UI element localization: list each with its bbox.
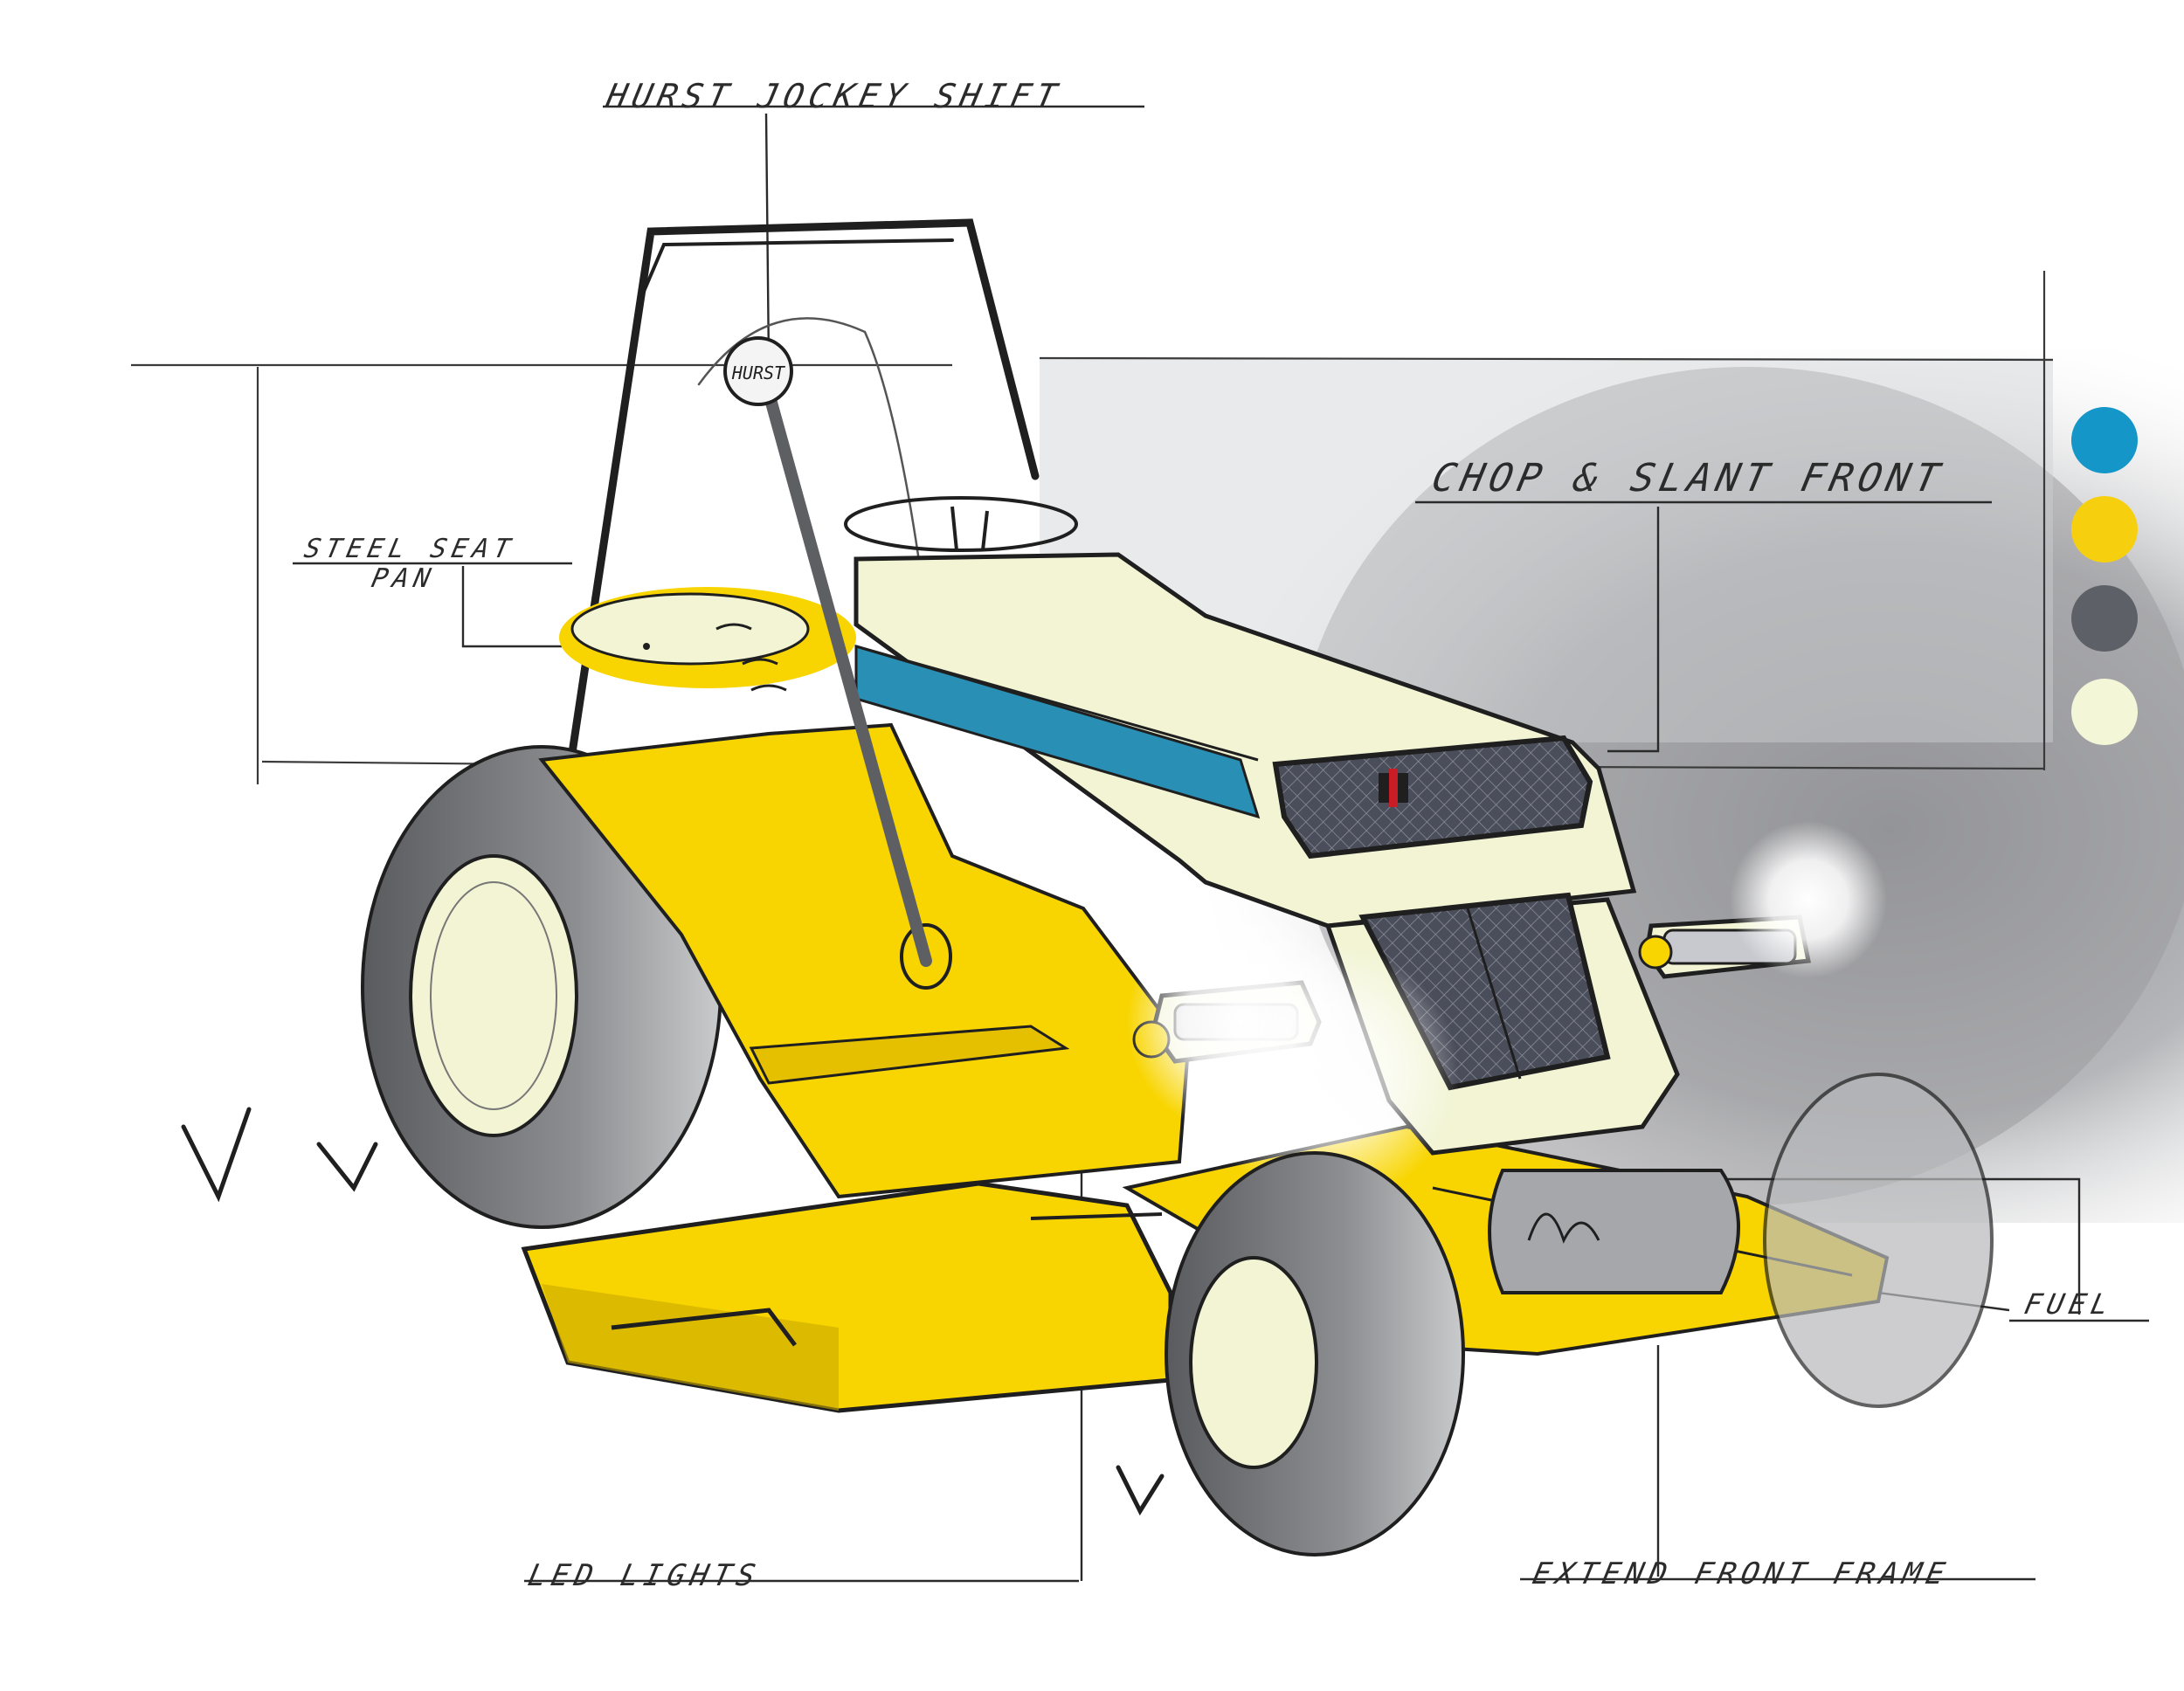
callout-chop-slant-front: CHOP & SLANT FRONT [1427,456,1949,500]
callout-extend-front-frame: EXTEND FRONT FRAME [1529,1556,1953,1591]
seat [559,587,856,692]
callout-steel-seat-pan-line2: PAN [368,563,439,594]
callout-steel-seat-pan-line1: STEEL SEAT [301,534,519,564]
palette-swatch-gray [2071,585,2138,652]
palette-swatch-yellow [2071,496,2138,563]
fuel-tank [1488,1169,1740,1294]
palette-swatch-blue [2071,407,2138,473]
callout-hurst-jockey-shift: HURST JOCKEY SHIFT [603,77,1066,115]
palette-swatch-cream [2071,679,2138,745]
callout-led-lights: LED LIGHTS [524,1558,764,1593]
callout-fuel: FUEL [2021,1287,2118,1321]
shifter-knob-label: HURST [731,362,786,383]
grass-strokes [181,1107,1165,1516]
callout-steel-seat-pan: STEEL SEAT PAN [295,534,519,594]
front-tire-left [1165,1151,1465,1556]
hurst-shifter: HURST [723,336,932,967]
construction-lines [131,271,2054,784]
light-glow [1127,821,1887,1205]
upper-grille [1272,735,1593,859]
front-tire-right [1763,1073,1994,1408]
steering-wheel [844,496,1078,552]
mower-deck [521,1181,1173,1413]
